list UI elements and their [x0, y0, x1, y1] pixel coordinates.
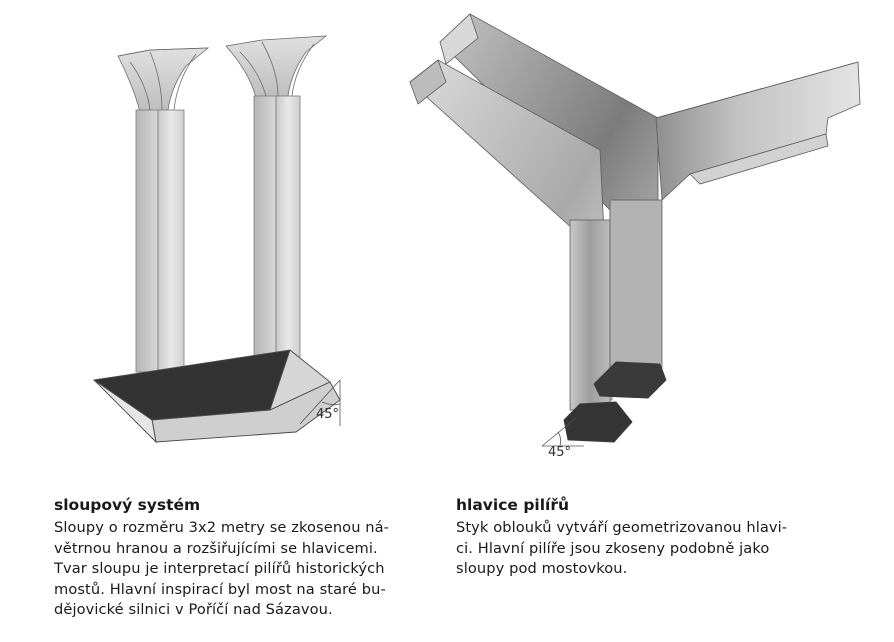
column-system-drawing: 45° [92, 35, 341, 444]
column-system-line: Sloupy o rozměru 3x2 metry se zkosenou n… [54, 519, 390, 536]
pillar-head-caption: hlavice pilířů Styk oblouků vytváří geom… [456, 496, 856, 580]
column-system-line: Tvar sloupu je interpretací pilířů histo… [54, 560, 385, 577]
column-system-line: větrnou hranou a rozšiřujícími se hlavic… [54, 539, 378, 557]
right-column-shaft [253, 95, 301, 359]
pillar-angle-marker [541, 417, 584, 447]
pillar-angle-label: 45° [548, 445, 571, 460]
column-angle-label: 45° [316, 407, 339, 422]
column-system-caption: sloupový systém Sloupy o rozměru 3x2 met… [54, 496, 426, 621]
pillar-feet [563, 361, 667, 443]
column-system-line: dějovické silnici v Poříčí nad Sázavou. [54, 601, 333, 618]
column-system-description: Sloupy o rozměru 3x2 metry se zkosenou n… [54, 518, 426, 621]
column-system-title: sloupový systém [54, 496, 201, 514]
column-system-line: mostů. Hlavní inspirací byl most na star… [54, 580, 386, 598]
pillar-head-line: ci. Hlavní pilíře jsou zkoseny podobně j… [456, 539, 770, 557]
left-column-capital [117, 47, 210, 113]
pillar-right-arm [655, 61, 861, 201]
column-angle-marker [299, 379, 341, 426]
pillar-shaft [569, 199, 663, 411]
pillar-head-line: Styk oblouků vytváří geometrizovanou hla… [456, 519, 788, 536]
architectural-drawings: 45° [92, 13, 861, 460]
right-column-capital [225, 35, 328, 99]
pillar-head-title: hlavice pilířů [456, 496, 570, 514]
left-column-shaft [135, 109, 185, 373]
pillar-head-drawing: 45° [409, 13, 861, 460]
pillar-head-line: sloupy pod mostovkou. [456, 560, 628, 577]
pillar-head-description: Styk oblouků vytváří geometrizovanou hla… [456, 518, 856, 580]
base-slab [92, 349, 341, 444]
